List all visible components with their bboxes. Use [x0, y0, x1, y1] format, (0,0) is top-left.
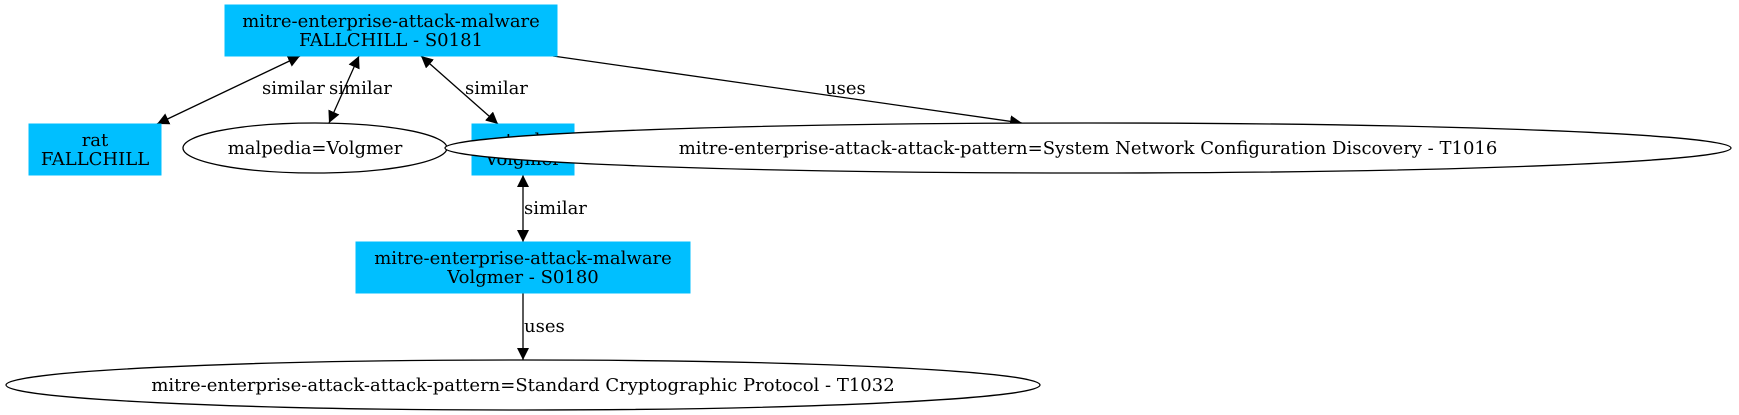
edge-fallchill_malware-to-malpedia_volgmer — [328, 55, 360, 124]
edge-label-similar: similar — [465, 78, 528, 99]
node-fallchill-malware[interactable]: mitre-enterprise-attack-malwareFALLCHILL… — [224, 4, 558, 57]
node-ellipse — [444, 122, 1732, 174]
node-label: rat — [82, 130, 109, 151]
edge-label-uses: uses — [524, 316, 565, 337]
edge-label-uses: uses — [825, 78, 866, 99]
node-ellipse — [5, 359, 1041, 411]
node-label: FALLCHILL — [41, 149, 149, 170]
edge-label-similar: similar — [262, 78, 325, 99]
edge-fallchill_malware-to-t1016 — [552, 55, 1023, 128]
edge-label-similar: similar — [329, 78, 392, 99]
node-label: mitre-enterprise-attack-malware — [374, 248, 672, 269]
node-box — [355, 241, 691, 294]
node-label: mitre-enterprise-attack-attack-pattern=S… — [151, 375, 894, 396]
node-box — [28, 123, 162, 176]
node-box — [224, 4, 558, 57]
node-label: mitre-enterprise-attack-attack-pattern=S… — [679, 138, 1498, 159]
node-t1016[interactable]: mitre-enterprise-attack-attack-pattern=S… — [444, 122, 1732, 174]
edge-label-similar: similar — [524, 198, 587, 219]
edge-fallchill_malware-to-tool_volgmer — [420, 55, 499, 125]
node-malpedia-volgmer[interactable]: malpedia=Volgmer — [182, 122, 448, 174]
node-label: FALLCHILL - S0181 — [299, 30, 483, 51]
node-label: mitre-enterprise-attack-malware — [242, 11, 540, 32]
node-t1032[interactable]: mitre-enterprise-attack-attack-pattern=S… — [5, 359, 1041, 411]
edge-fallchill_malware-to-rat_fallchill — [156, 55, 301, 125]
node-label: malpedia=Volgmer — [228, 138, 403, 159]
node-label: Volgmer - S0180 — [446, 267, 598, 288]
